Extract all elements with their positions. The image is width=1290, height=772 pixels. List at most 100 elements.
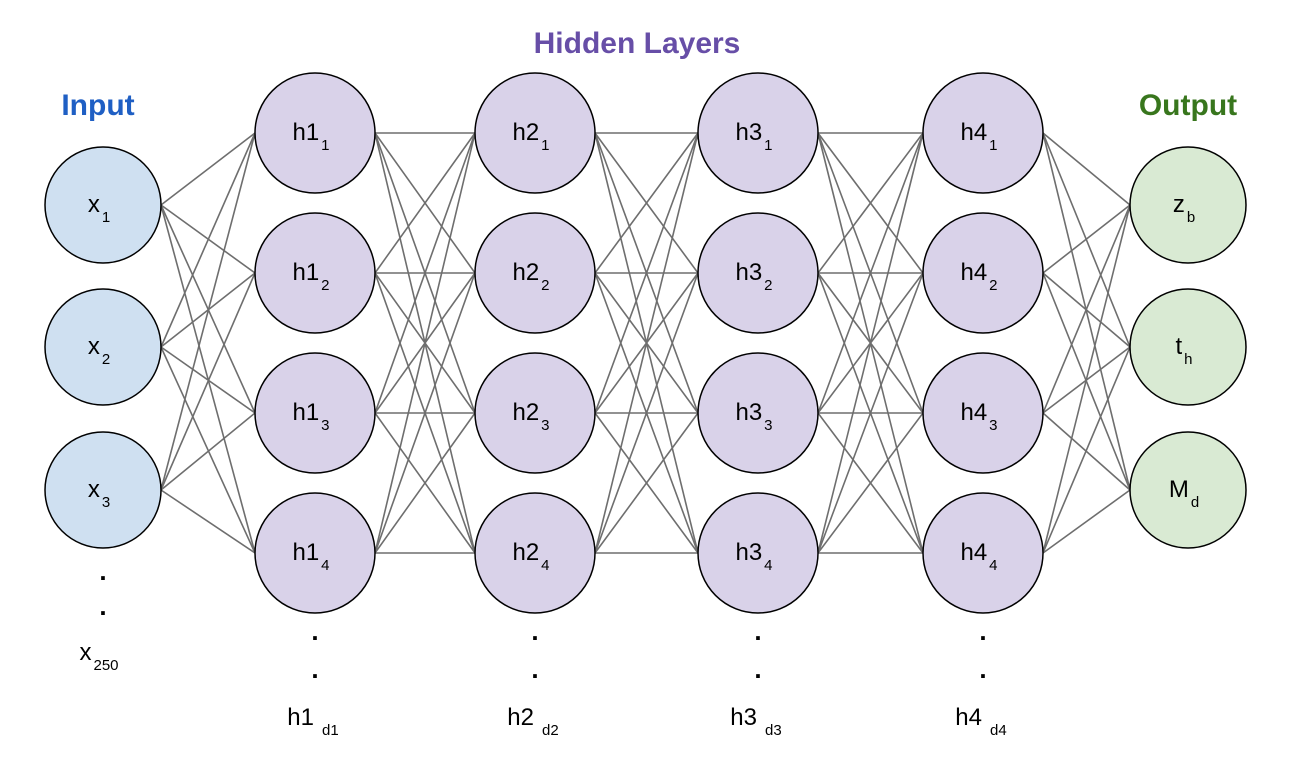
- edge-hidden-4-4-to-output-1: [1042, 204, 1131, 554]
- edge-input-3-to-hidden-1-4: [160, 489, 256, 554]
- node-circle: [44, 431, 162, 549]
- node-circle: [254, 492, 376, 614]
- edge-hidden-4-4-to-output-2: [1042, 346, 1131, 554]
- ellipsis-dot-hidden-4-2: .: [979, 654, 986, 684]
- node-circle: [44, 288, 162, 406]
- node-circle: [697, 492, 819, 614]
- edge-hidden-2-3-to-hidden-3-1: [594, 132, 699, 414]
- node-circle: [697, 352, 819, 474]
- edge-hidden-3-4-to-hidden-4-3: [817, 412, 924, 554]
- edge-hidden-1-3-to-hidden-2-1: [374, 132, 476, 414]
- node-circle: [474, 212, 596, 334]
- connections: [160, 132, 1131, 554]
- edge-hidden-3-2-to-hidden-4-1: [817, 132, 924, 274]
- edge-input-3-to-hidden-1-1: [160, 132, 256, 491]
- node-circle: [254, 352, 376, 474]
- ellipsis-dot-hidden-4-1: .: [979, 616, 986, 646]
- node-circle: [474, 72, 596, 194]
- edge-hidden-1-4-to-hidden-2-2: [374, 272, 476, 554]
- edge-hidden-4-2-to-output-1: [1042, 204, 1131, 274]
- edge-hidden-2-4-to-hidden-3-3: [594, 412, 699, 554]
- node-circle: [1129, 288, 1247, 406]
- ellipsis-dot-input-2: .: [99, 591, 106, 621]
- edge-hidden-1-4-to-hidden-2-1: [374, 132, 476, 554]
- ellipsis-dot-hidden-2-1: .: [531, 616, 538, 646]
- edge-input-1-to-hidden-1-4: [160, 204, 256, 554]
- edge-hidden-1-2-to-hidden-2-1: [374, 132, 476, 274]
- edge-hidden-4-3-to-output-1: [1042, 204, 1131, 414]
- ellipsis-dot-hidden-3-2: .: [754, 654, 761, 684]
- node-circle: [254, 212, 376, 334]
- edge-hidden-2-2-to-hidden-3-1: [594, 132, 699, 274]
- edge-input-1-to-hidden-1-1: [160, 132, 256, 206]
- node-circle: [697, 72, 819, 194]
- node-circle: [474, 352, 596, 474]
- node-circle: [474, 492, 596, 614]
- ellipsis-dot-hidden-2-2: .: [531, 654, 538, 684]
- edge-hidden-1-4-to-hidden-2-3: [374, 412, 476, 554]
- node-circle: [1129, 146, 1247, 264]
- ellipsis-dot-input-1: .: [99, 556, 106, 586]
- edge-input-3-to-hidden-1-2: [160, 272, 256, 491]
- edge-hidden-3-3-to-hidden-4-1: [817, 132, 924, 414]
- node-circle: [254, 72, 376, 194]
- edge-hidden-4-4-to-output-3: [1042, 489, 1131, 554]
- edge-hidden-2-4-to-hidden-3-2: [594, 272, 699, 554]
- node-circle: [922, 352, 1044, 474]
- node-circle: [697, 212, 819, 334]
- node-circle: [44, 146, 162, 264]
- node-circle: [922, 72, 1044, 194]
- edge-hidden-3-4-to-hidden-4-1: [817, 132, 924, 554]
- layer-headings: Input Hidden Layers Output: [61, 27, 1237, 122]
- ellipsis-dot-hidden-1-1: .: [311, 616, 318, 646]
- edge-input-3-to-hidden-1-3: [160, 412, 256, 491]
- edge-hidden-3-4-to-hidden-4-2: [817, 272, 924, 554]
- edge-hidden-2-4-to-hidden-3-1: [594, 132, 699, 554]
- edge-hidden-4-1-to-output-3: [1042, 132, 1131, 491]
